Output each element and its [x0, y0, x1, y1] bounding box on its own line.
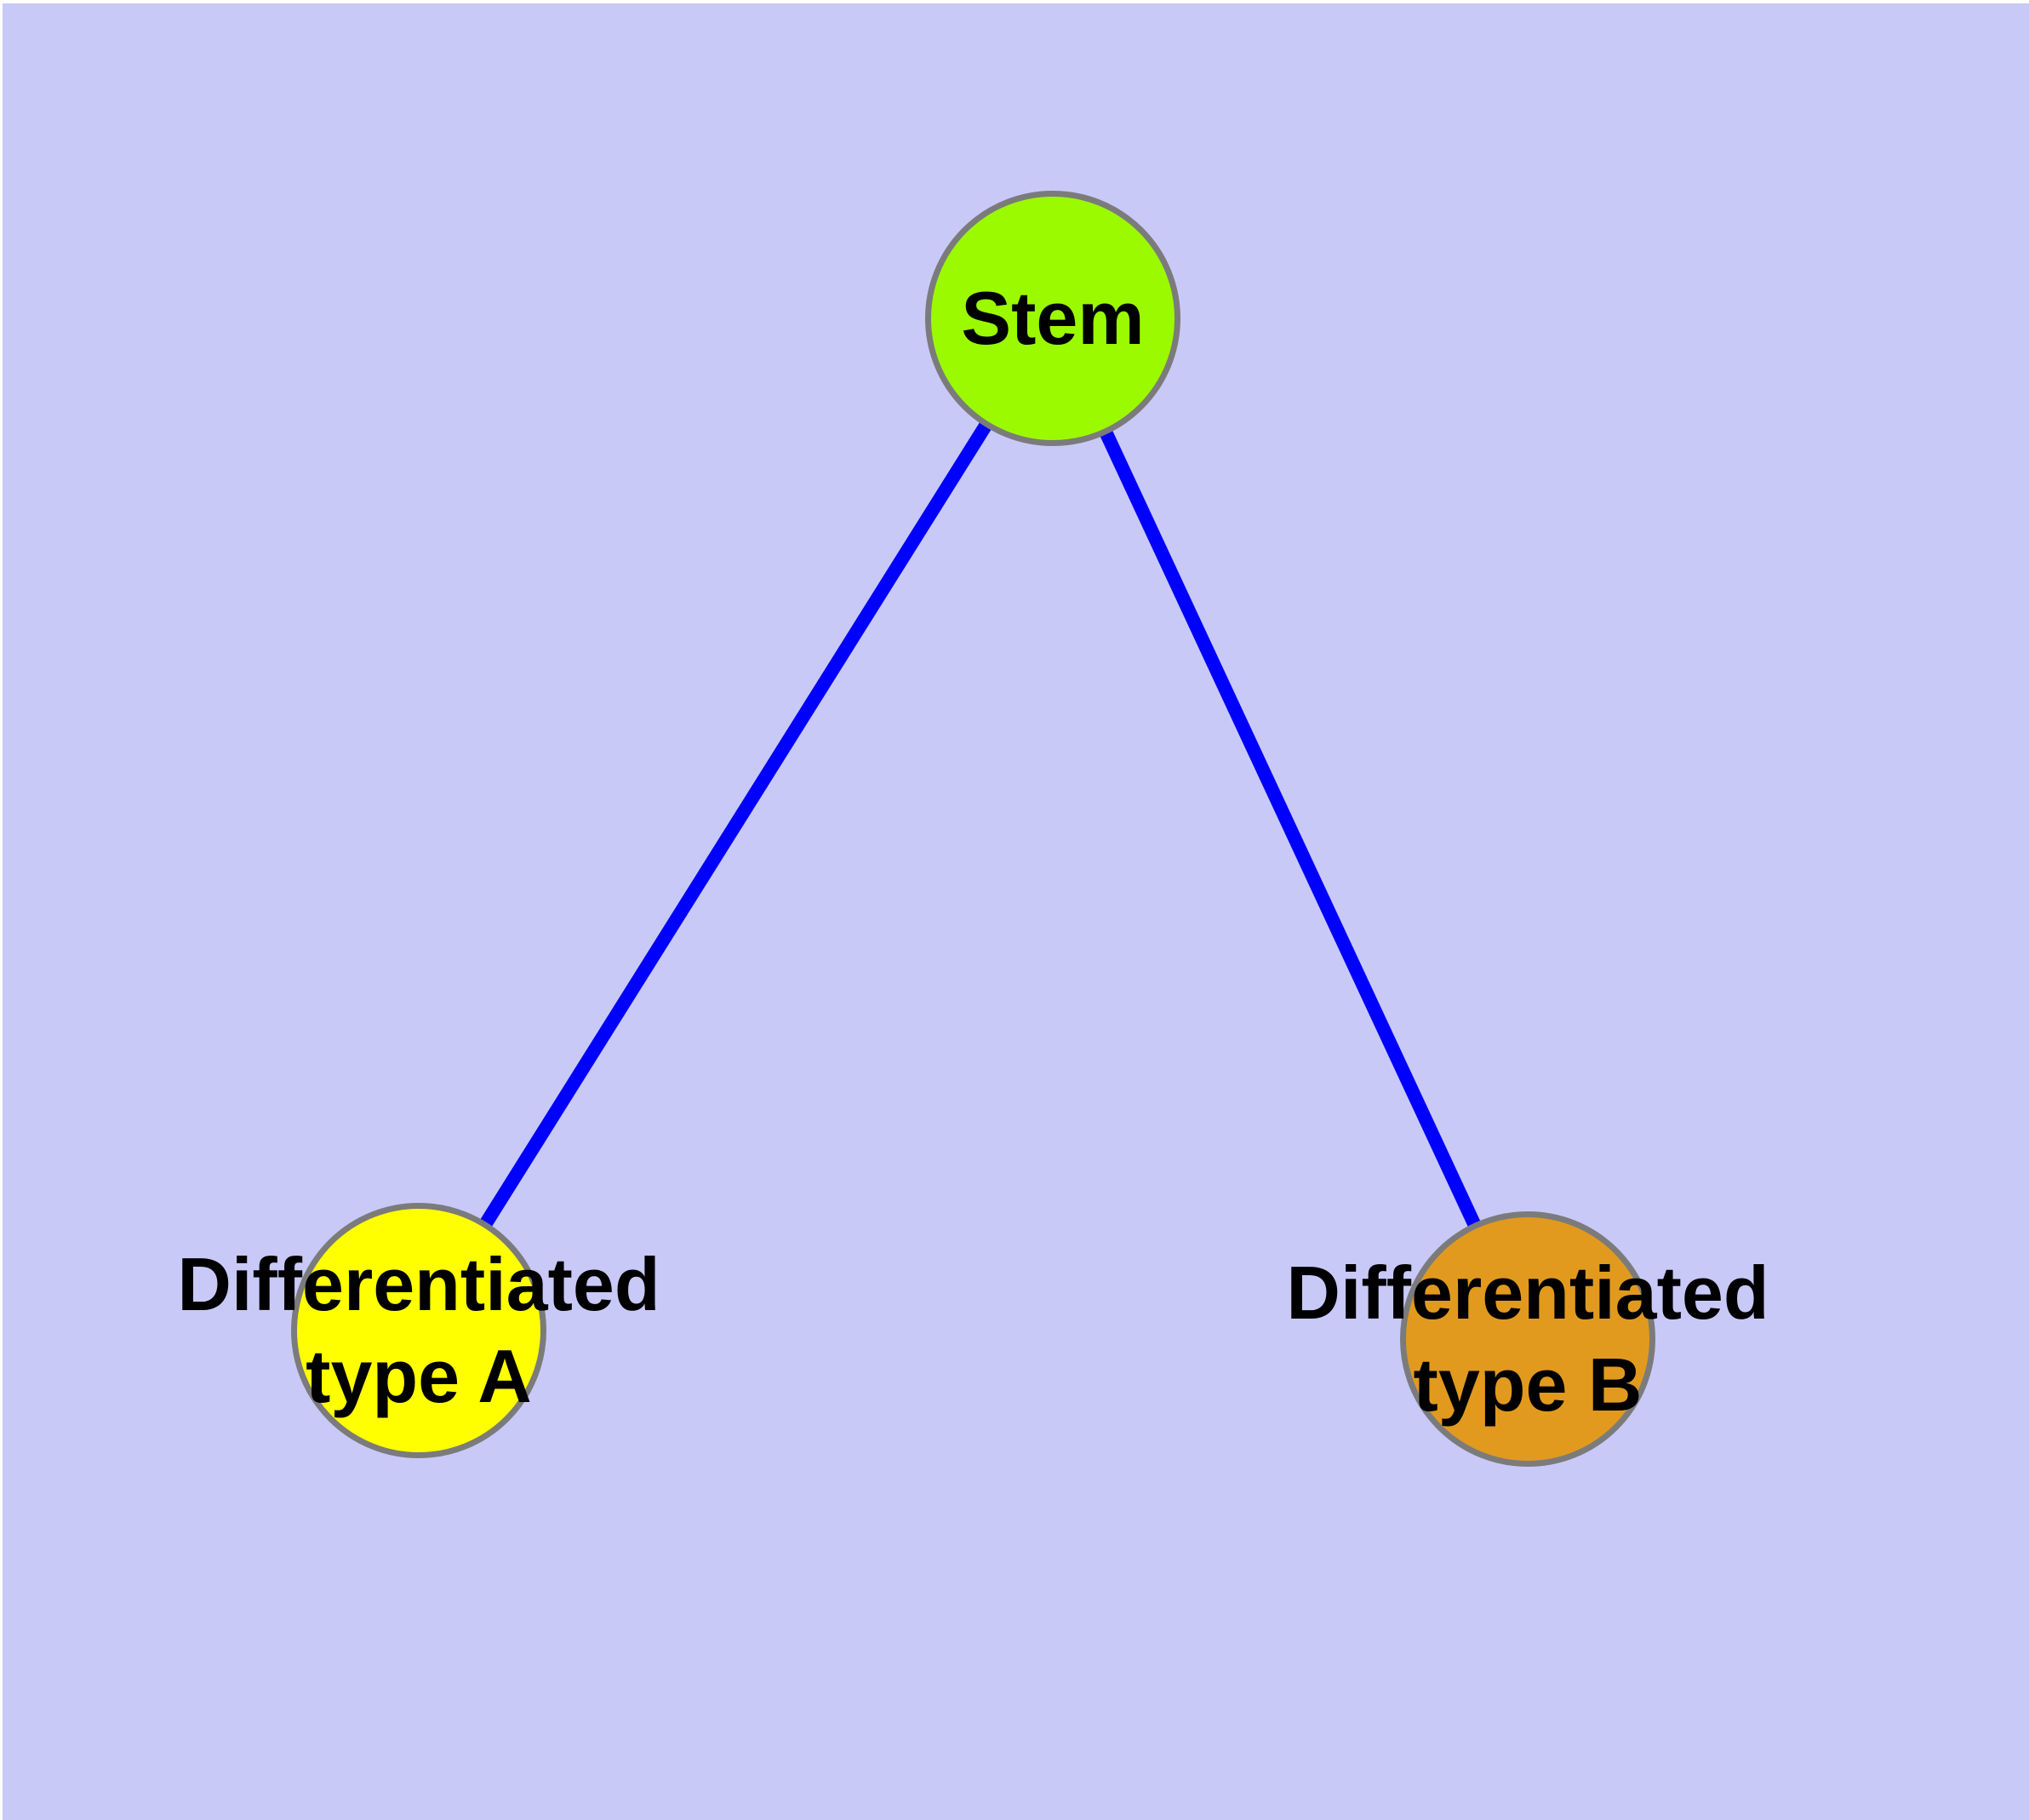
node-differentiated-type-a-label-line1: Differentiated: [177, 1242, 660, 1326]
edge-stem-to-differentiated-type-a: [413, 314, 1059, 1335]
node-differentiated-type-b[interactable]: [1400, 1211, 1655, 1467]
node-stem-label: Stem: [961, 272, 1144, 364]
node-differentiated-type-b-label: Differentiated type B: [1286, 1247, 1769, 1431]
node-stem[interactable]: [925, 191, 1180, 446]
edge-stem-to-differentiated-type-b: [1046, 315, 1535, 1342]
window-edge-left: [0, 0, 3, 1820]
node-stem-label-line: Stem: [961, 276, 1145, 360]
node-differentiated-type-a[interactable]: [291, 1203, 546, 1458]
node-differentiated-type-b-label-line1: Differentiated: [1286, 1251, 1769, 1335]
node-differentiated-type-b-label-line2: type B: [1413, 1342, 1643, 1427]
window-edge-top: [0, 0, 2029, 3]
node-differentiated-type-a-label-line2: type A: [306, 1334, 532, 1418]
node-differentiated-type-a-label: Differentiated type A: [177, 1239, 660, 1422]
